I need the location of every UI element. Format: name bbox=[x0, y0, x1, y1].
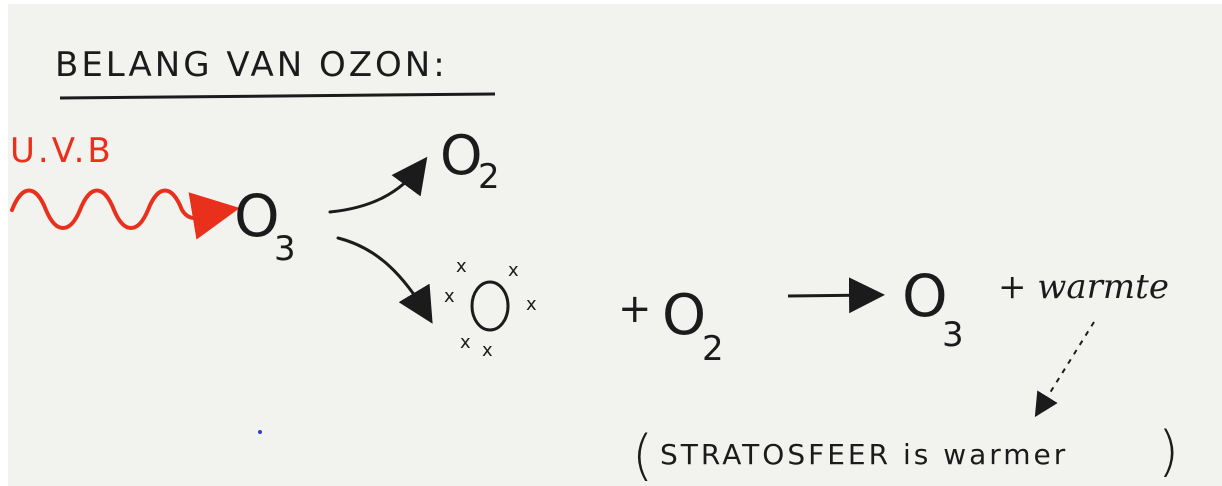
electron-6: x bbox=[482, 340, 493, 361]
whiteboard-sheet: BELANG VAN OZON: U.V.B O 3 O 2 x x x x x… bbox=[8, 4, 1222, 486]
reactant-oxygen-subscript: 2 bbox=[702, 329, 724, 369]
oxygen-molecule-subscript: 2 bbox=[478, 157, 500, 197]
note-open-paren: ( bbox=[632, 424, 653, 486]
dotted-arrow bbox=[1034, 321, 1095, 418]
electron-2: x bbox=[508, 260, 519, 281]
electron-1: x bbox=[456, 256, 467, 277]
arrow-to-oxygen-molecule bbox=[328, 156, 428, 214]
heat-label: + warmte bbox=[998, 267, 1169, 307]
diagram-canvas: BELANG VAN OZON: U.V.B O 3 O 2 x x x x x… bbox=[10, 45, 1179, 486]
oxygen-atom bbox=[470, 280, 510, 332]
title-underline bbox=[59, 92, 496, 100]
product-ozone-symbol: O bbox=[902, 262, 948, 330]
product-ozone-subscript: 3 bbox=[942, 315, 964, 355]
arrow-to-oxygen-atom bbox=[336, 236, 433, 324]
ink-dot bbox=[258, 430, 262, 434]
uv-wave-arrow bbox=[10, 188, 240, 240]
plus-sign: + bbox=[618, 286, 652, 332]
title: BELANG VAN OZON: bbox=[55, 45, 448, 85]
ozone-subscript: 3 bbox=[274, 229, 296, 269]
uv-label: U.V.B bbox=[10, 131, 114, 171]
ozone-symbol: O bbox=[234, 182, 280, 250]
electron-4: x bbox=[526, 294, 537, 315]
note-text: STRATOSFEER is warmer bbox=[660, 438, 1068, 471]
note-close-paren: ) bbox=[1158, 420, 1179, 483]
electron-3: x bbox=[444, 286, 455, 307]
oxygen-molecule-symbol: O bbox=[440, 124, 483, 187]
reactant-oxygen-symbol: O bbox=[662, 283, 706, 348]
reaction-arrow bbox=[787, 277, 885, 314]
electron-5: x bbox=[460, 332, 471, 353]
